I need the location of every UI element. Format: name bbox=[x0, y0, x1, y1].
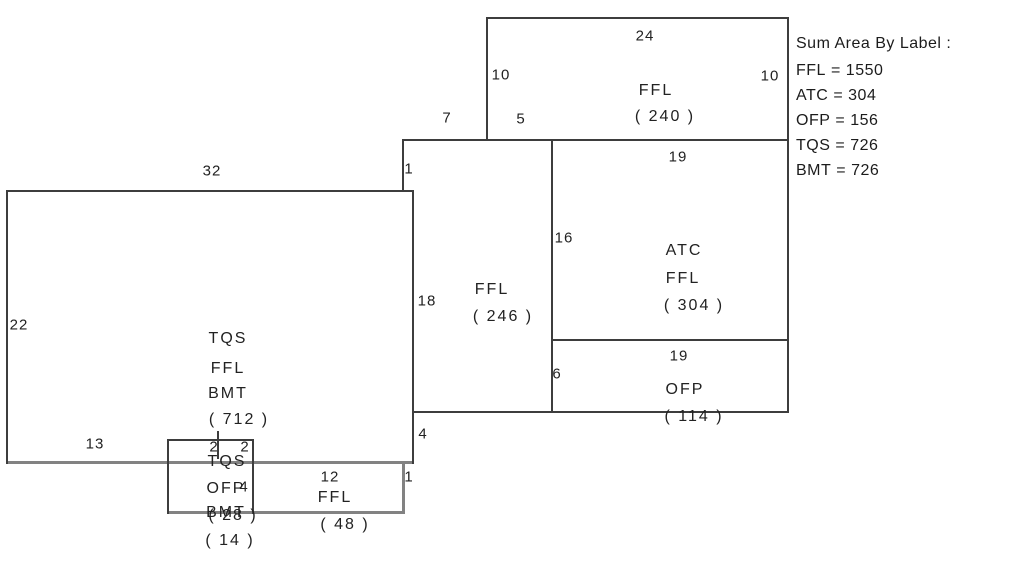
room-strip-ffl-area: ( 48 ) bbox=[320, 516, 370, 533]
legend-eq: = bbox=[835, 112, 846, 129]
legend-value-ffl: 1550 bbox=[845, 62, 884, 79]
dim-main-height: 22 bbox=[9, 316, 29, 334]
legend-label-tqs: TQS bbox=[796, 137, 831, 154]
dim-top-right-height: 10 bbox=[760, 67, 780, 85]
wall-atc-ofp-divider bbox=[551, 339, 788, 341]
wall-smallbox-top bbox=[167, 439, 254, 441]
legend-row-atc: ATC=304 bbox=[796, 83, 951, 108]
room-small-name3: BMT bbox=[206, 504, 246, 521]
dim-main-width: 32 bbox=[202, 162, 222, 180]
legend-eq: = bbox=[835, 137, 846, 154]
dim-main-bottom: 13 bbox=[85, 435, 105, 453]
room-main-name3: BMT bbox=[208, 385, 248, 402]
legend-label-ofp: OFP bbox=[796, 112, 831, 129]
legend-value-ofp: 156 bbox=[850, 112, 879, 129]
wall-strip-bottom bbox=[167, 511, 405, 514]
legend: Sum Area By Label : FFL=1550 ATC=304 OFP… bbox=[796, 32, 951, 183]
dim-atc-height: 16 bbox=[554, 229, 574, 247]
room-top-ffl-name: FFL bbox=[638, 82, 674, 99]
room-small-name2: OFP bbox=[206, 480, 246, 497]
dim-strip-right: 1 bbox=[404, 468, 414, 486]
dim-strip-width: 12 bbox=[320, 468, 340, 486]
dim-notch: 1 bbox=[404, 160, 414, 178]
wall-right-outer bbox=[787, 17, 789, 413]
dim-small-left: 2 bbox=[209, 438, 219, 456]
wall-mid-top bbox=[402, 139, 788, 141]
wall-main-top bbox=[6, 190, 414, 192]
legend-value-bmt: 726 bbox=[851, 162, 880, 179]
legend-eq: = bbox=[830, 62, 841, 79]
room-atc-area: ( 304 ) bbox=[663, 297, 725, 314]
legend-label-atc: ATC bbox=[796, 87, 829, 104]
room-main-name1: TQS bbox=[208, 330, 248, 347]
wall-main-left bbox=[6, 190, 8, 464]
legend-label-bmt: BMT bbox=[796, 162, 832, 179]
legend-value-atc: 304 bbox=[848, 87, 877, 104]
room-small-name1: TQS bbox=[207, 453, 247, 470]
dim-mid-step: 4 bbox=[418, 425, 428, 443]
legend-row-bmt: BMT=726 bbox=[796, 158, 951, 183]
dim-mid-height: 18 bbox=[417, 292, 437, 310]
dim-seg7: 7 bbox=[442, 109, 452, 127]
room-ofp-area: ( 114 ) bbox=[664, 408, 724, 425]
tick-smallbox bbox=[217, 431, 219, 459]
legend-row-ofp: OFP=156 bbox=[796, 108, 951, 133]
dim-atc-width: 19 bbox=[668, 148, 688, 166]
room-small-overlay-area: ( 28 ) bbox=[208, 507, 258, 524]
room-small-area: ( 14 ) bbox=[205, 532, 255, 549]
legend-eq: = bbox=[836, 162, 847, 179]
room-mid-ffl-name: FFL bbox=[474, 281, 510, 298]
room-atc-name1: ATC bbox=[665, 242, 703, 259]
dim-top-width: 24 bbox=[635, 27, 655, 45]
dim-ofp-width: 19 bbox=[669, 347, 689, 365]
wall-topbox-top bbox=[486, 17, 788, 19]
wall-main-right bbox=[412, 190, 414, 464]
room-mid-ffl-area: ( 246 ) bbox=[472, 308, 534, 325]
legend-row-tqs: TQS=726 bbox=[796, 133, 951, 158]
wall-smallbox-left bbox=[167, 439, 169, 514]
wall-main-bottom bbox=[6, 461, 414, 464]
dim-small-right: 2 bbox=[240, 438, 250, 456]
wall-smallbox-right bbox=[252, 439, 254, 514]
dim-seg5: 5 bbox=[516, 110, 526, 128]
room-atc-name2: FFL bbox=[665, 270, 701, 287]
dim-top-left-height: 10 bbox=[491, 66, 511, 84]
wall-strip-right bbox=[402, 461, 405, 513]
room-strip-ffl-name: FFL bbox=[317, 489, 353, 506]
room-main-area: ( 712 ) bbox=[208, 411, 270, 428]
legend-label-ffl: FFL bbox=[796, 62, 826, 79]
legend-title: Sum Area By Label : bbox=[796, 35, 952, 52]
legend-eq: = bbox=[833, 87, 844, 104]
wall-topbox-left bbox=[486, 17, 488, 141]
room-top-ffl-area: ( 240 ) bbox=[634, 108, 696, 125]
wall-notch bbox=[402, 139, 404, 192]
dim-small-step: 4 bbox=[239, 478, 249, 496]
room-main-name2: FFL bbox=[210, 360, 246, 377]
wall-mid-bottom bbox=[412, 411, 788, 413]
legend-row-ffl: FFL=1550 bbox=[796, 58, 951, 83]
room-ofp-name: OFP bbox=[665, 381, 705, 398]
legend-value-tqs: 726 bbox=[850, 137, 879, 154]
dim-ofp-height: 6 bbox=[552, 365, 562, 383]
wall-mid-atc-divider bbox=[551, 139, 553, 413]
